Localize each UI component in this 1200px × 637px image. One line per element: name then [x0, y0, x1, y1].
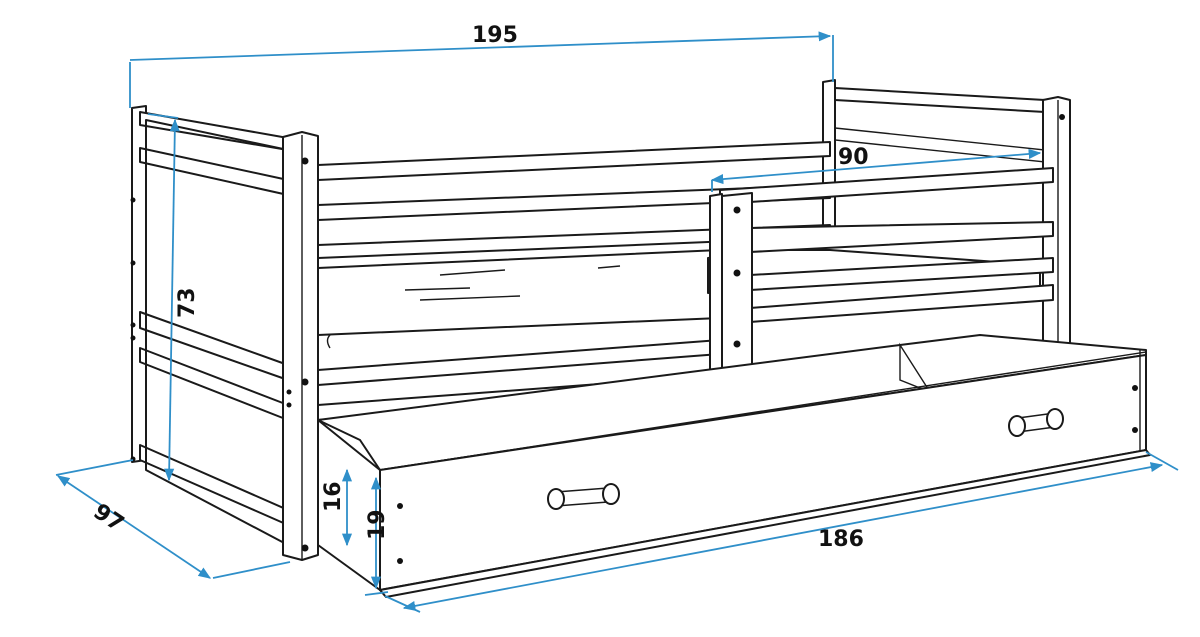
back-headboard	[822, 79, 1071, 359]
label-drawer-length: 186	[818, 527, 864, 552]
label-length: 195	[472, 23, 518, 48]
dimension-drawer-outer-19: 19	[364, 476, 390, 596]
label-width: 97	[89, 499, 128, 537]
label-drawer-inner: 16	[321, 481, 346, 512]
dimension-height-73: 73	[147, 113, 200, 482]
label-drawer-outer: 19	[365, 509, 390, 540]
label-guard-rail: 90	[838, 145, 869, 170]
dimension-guard-rail-90: 90	[710, 145, 1042, 192]
dimension-drawer-length-186: 186	[384, 451, 1179, 613]
front-headboard	[130, 105, 319, 561]
dimension-length-195: 195	[129, 23, 834, 108]
dimension-width-97: 97	[55, 459, 291, 579]
label-height: 73	[175, 287, 200, 318]
drawer-handle-right	[1008, 408, 1064, 437]
dimension-drawer-inner-16: 16	[321, 468, 353, 547]
